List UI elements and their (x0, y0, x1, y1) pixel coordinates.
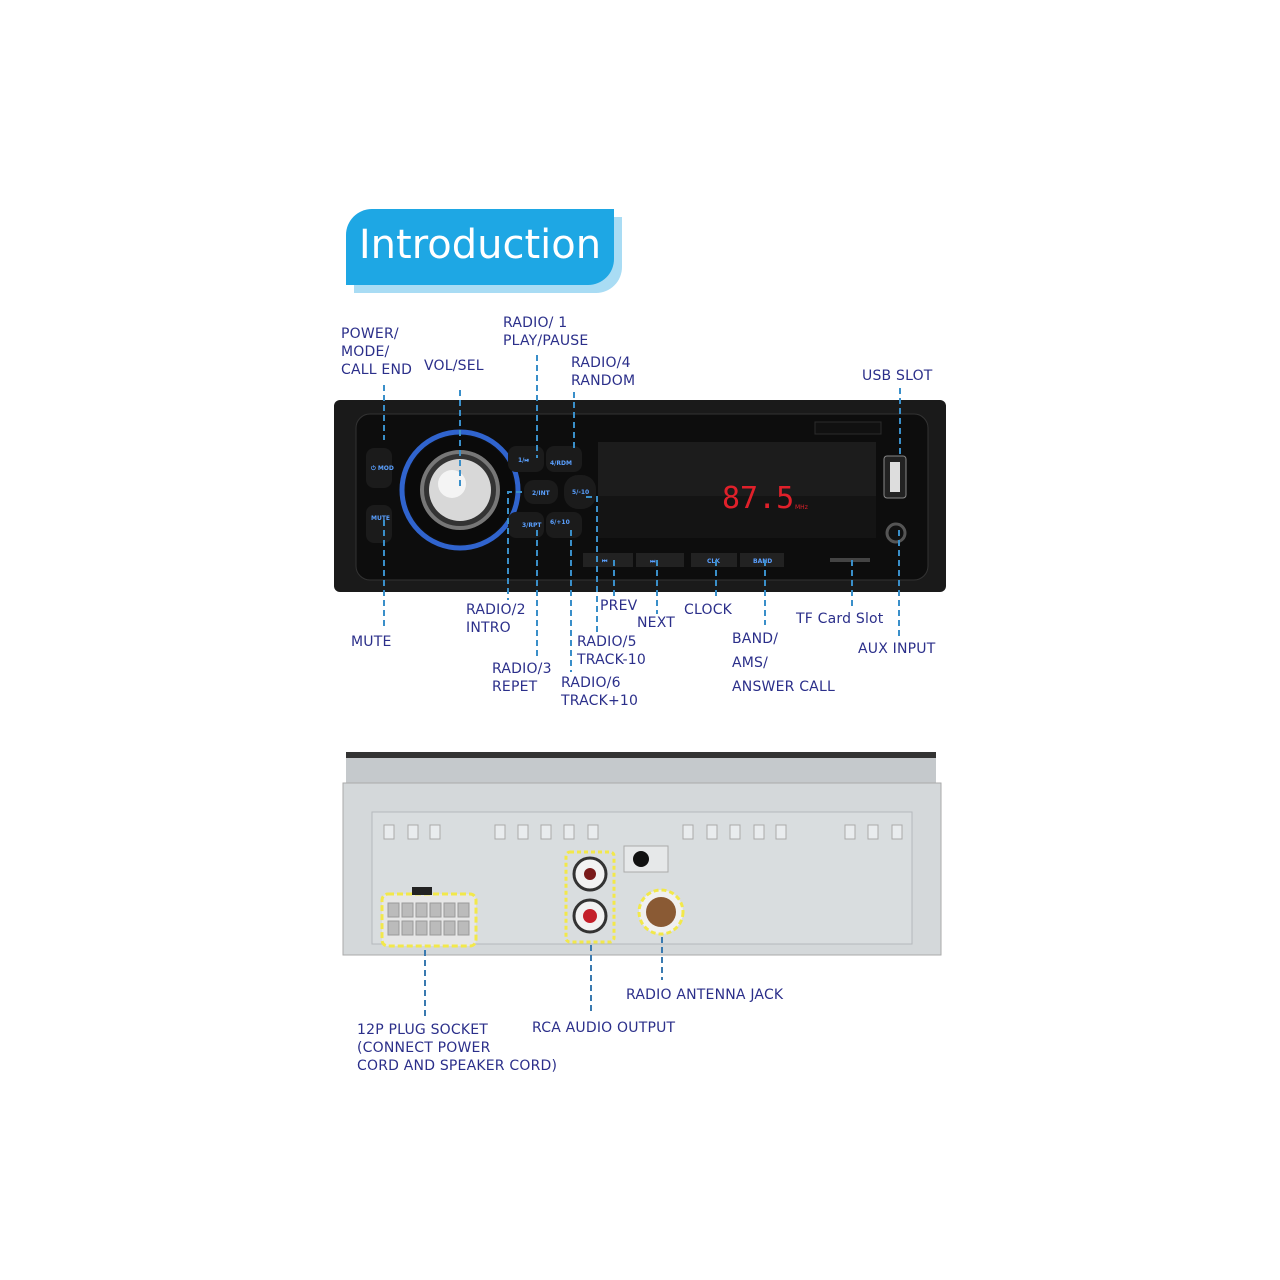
next-button (636, 553, 684, 567)
band-button (740, 553, 784, 567)
clock-button (691, 553, 737, 567)
button-3 (508, 512, 544, 538)
top-slot (814, 421, 882, 435)
frequency-display: 87.5 (722, 481, 794, 516)
svg-text:⏻ MOD: ⏻ MOD (371, 465, 394, 472)
label-play-pause: RADIO/ 1 PLAY/PAUSE (503, 315, 589, 349)
label-track-minus-10: RADIO/5 TRACK-10 (577, 634, 646, 668)
button-4 (546, 446, 582, 472)
label-prev: PREV (600, 598, 638, 614)
label-repet: RADIO/3 REPET (492, 661, 552, 695)
label-clock: CLOCK (684, 602, 733, 618)
rca-audio-output (564, 850, 616, 944)
power-button (366, 448, 392, 488)
label-tf-card-slot: TF Card Slot (796, 611, 884, 627)
button-label: 3/RPT (522, 522, 542, 529)
introduction-banner: Introduction (346, 209, 622, 293)
socket-pin (443, 920, 456, 936)
button-label: 2/INT (532, 490, 551, 497)
button-label: 6/+10 (550, 519, 570, 526)
button-1 (508, 446, 544, 472)
button-label: 4/RDM (550, 460, 572, 467)
label-vol-sel: VOL/SEL (424, 358, 484, 374)
button-label: MUTE (371, 515, 390, 522)
label-next: NEXT (637, 615, 676, 631)
button-5 (564, 475, 596, 509)
button-label: BAND (753, 558, 772, 565)
socket-pin (387, 902, 400, 918)
socket-pin (429, 902, 442, 918)
leader-lines (383, 355, 901, 672)
socket-pin (387, 920, 400, 936)
prev-button (583, 553, 633, 567)
label-random: RADIO/4 RANDOM (571, 355, 636, 389)
svg-text:⏭: ⏭ (650, 558, 656, 565)
svg-text:⏮: ⏮ (602, 558, 608, 565)
label-12p-plug-socket: 12P PLUG SOCKET (CONNECT POWER CORD AND … (357, 1022, 558, 1074)
label-radio-antenna-jack: RADIO ANTENNA JACK (626, 987, 784, 1003)
button-label: CLK (707, 558, 720, 565)
socket-pin (457, 920, 470, 936)
button-2 (524, 480, 558, 504)
label-track-plus-10: RADIO/6 TRACK+10 (561, 675, 639, 709)
12p-plug-socket (380, 887, 478, 948)
label-power-mode-call-end: POWER/ MODE/ CALL END (341, 326, 413, 378)
frequency-unit: MHz (795, 504, 808, 511)
socket-pin (401, 920, 414, 936)
label-rca-audio-output: RCA AUDIO OUTPUT (532, 1020, 676, 1036)
socket-pin (443, 902, 456, 918)
radio-antenna-jack (637, 888, 685, 936)
socket-pin (401, 902, 414, 918)
aux-jack (885, 522, 907, 544)
page-title: Introduction (346, 209, 614, 285)
button-6 (546, 512, 582, 538)
mute-button (366, 505, 392, 543)
button-label: 5/-10 (572, 489, 589, 496)
socket-pin (457, 902, 470, 918)
socket-pin (415, 902, 428, 918)
button-label: 1/⏯ (518, 457, 529, 464)
socket-pin (429, 920, 442, 936)
label-mute: MUTE (351, 634, 392, 650)
label-usb-slot: USB SLOT (862, 368, 933, 384)
socket-pin (415, 920, 428, 936)
rear-top-plate (346, 755, 936, 785)
tf-card-slot (830, 558, 870, 562)
label-band-ams-answer-call: BAND/ AMS/ ANSWER CALL (732, 631, 835, 695)
label-aux-input: AUX INPUT (858, 641, 936, 657)
label-intro: RADIO/2 INTRO (466, 602, 526, 636)
